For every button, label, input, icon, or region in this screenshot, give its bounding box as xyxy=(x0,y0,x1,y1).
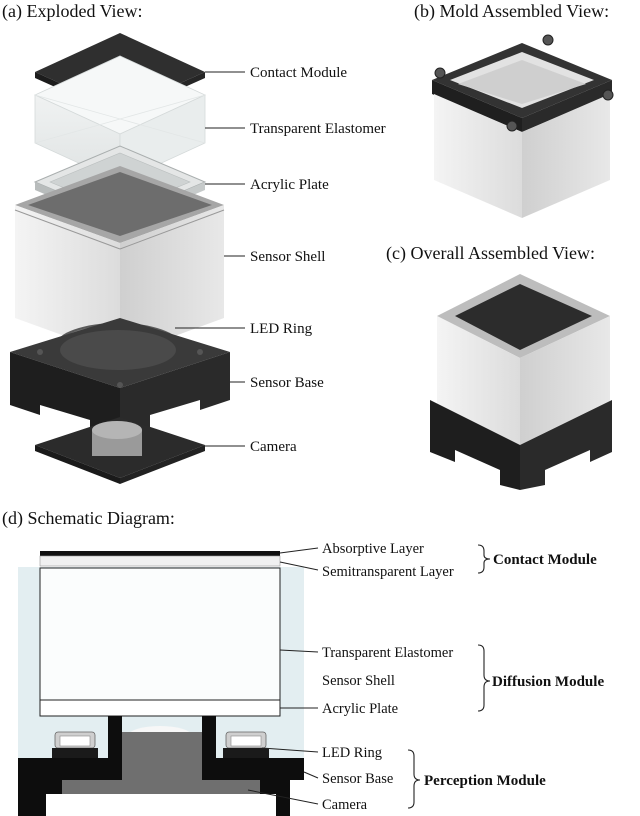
overall-assembled-view xyxy=(430,274,612,490)
schematic-label-semitransparent: Semitransparent Layer xyxy=(322,564,454,580)
schematic-diagram: Absorptive Layer Semitransparent Layer T… xyxy=(18,541,604,816)
module-diffusion: Diffusion Module xyxy=(492,674,604,690)
module-perception: Perception Module xyxy=(424,773,546,789)
schematic-label-shell: Sensor Shell xyxy=(322,673,395,689)
sensor-shell-part xyxy=(14,166,225,356)
caption-d: (d) Schematic Diagram: xyxy=(2,508,175,529)
brace-diffusion xyxy=(477,644,491,712)
exploded-view: Contact Module Transparent Elastomer Acr… xyxy=(10,33,386,484)
label-led-ring: LED Ring xyxy=(250,321,313,337)
schematic-semitransparent-layer xyxy=(39,555,281,567)
schematic-label-acrylic: Acrylic Plate xyxy=(322,701,398,717)
schematic-label-led: LED Ring xyxy=(322,745,382,761)
camera-part xyxy=(35,417,205,484)
brace-perception xyxy=(407,749,421,809)
schematic-label-elastomer: Transparent Elastomer xyxy=(322,645,453,661)
label-sensor-base: Sensor Base xyxy=(250,375,324,391)
label-sensor-shell: Sensor Shell xyxy=(250,249,325,265)
label-transparent-elastomer: Transparent Elastomer xyxy=(250,121,386,137)
caption-a: (a) Exploded View: xyxy=(2,1,143,22)
label-camera: Camera xyxy=(250,439,297,455)
schematic-camera-body xyxy=(122,732,202,780)
schematic-transparent-elastomer xyxy=(39,567,281,701)
brace-contact xyxy=(477,544,491,574)
mold-assembled-view xyxy=(432,34,614,218)
schematic-camera-board xyxy=(62,780,260,794)
schematic-led-left xyxy=(52,731,98,758)
label-contact-module: Contact Module xyxy=(250,65,347,81)
caption-c: (c) Overall Assembled View: xyxy=(386,243,595,264)
schematic-led-right xyxy=(223,731,269,758)
schematic-label-absorptive: Absorptive Layer xyxy=(322,541,424,557)
schematic-absorptive-layer xyxy=(40,551,280,556)
schematic-label-camera: Camera xyxy=(322,797,368,813)
schematic-acrylic-plate xyxy=(39,699,281,717)
schematic-label-base: Sensor Base xyxy=(322,771,393,787)
label-acrylic-plate: Acrylic Plate xyxy=(250,177,329,193)
caption-b: (b) Mold Assembled View: xyxy=(414,1,609,22)
module-contact: Contact Module xyxy=(493,552,597,568)
